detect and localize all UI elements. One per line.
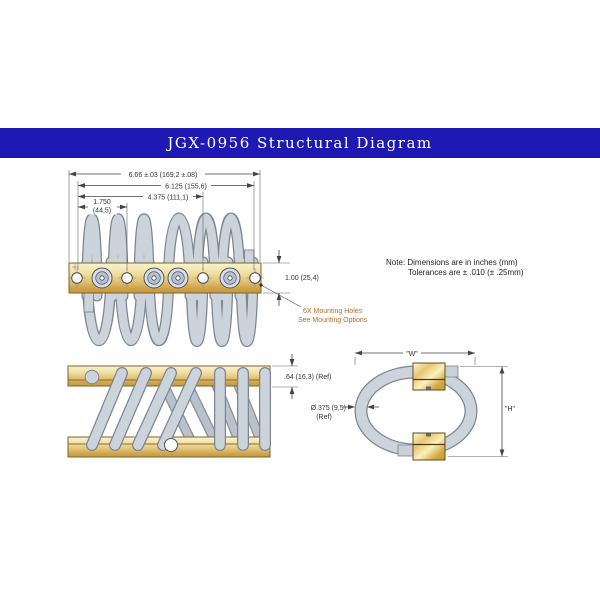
dimension-hole-span-text: 6.125 (155,6): [165, 184, 207, 191]
mounting-hole: [194, 268, 212, 288]
wire-end-circle: [84, 369, 100, 385]
mounting-hole: [68, 268, 86, 288]
dimension-height-text: "H": [505, 406, 516, 413]
dimension-bar-width: 1.00 (25,4): [276, 250, 319, 306]
wire-clamp: [219, 267, 241, 289]
bottom-clamp: [412, 432, 446, 461]
dimension-wire-diameter-line2: (Ref): [316, 414, 332, 421]
callout-leader-dot: [259, 283, 263, 287]
note-line1: Note: Dimensions are in inches (mm): [386, 258, 518, 267]
dimension-height: "H": [448, 366, 517, 457]
dimension-overall-text: 6.66 ±.03 (169,2 ±.08): [129, 172, 198, 179]
dimension-bar-width-text: 1.00 (25,4): [285, 275, 319, 282]
mounting-holes-callout: 6X Mounting Holes See Mounting Options: [259, 283, 368, 324]
callout-leader-line: [260, 284, 302, 308]
dimension-bar-thickness-text: .64 (16,3) (Ref): [284, 374, 331, 381]
page-title: JGX-0956 Structural Diagram: [167, 134, 433, 152]
top-clamp: [412, 362, 446, 391]
mounting-hole: [246, 268, 264, 288]
wire-end-stub-bottom: [83, 291, 94, 313]
note-line2: Tolerances are ± .010 (± .25mm): [408, 268, 524, 277]
dimension-overall: 6.66 ±.03 (169,2 ±.08): [69, 169, 260, 179]
callout-text-line1: 6X Mounting Holes: [303, 308, 363, 315]
dimension-pitch-text-line2: (44,5): [93, 208, 111, 215]
wire-clamp: [167, 267, 189, 289]
wire-clamp: [91, 267, 113, 289]
dimension-wire-diameter-line1: Ø.375 (9,5): [311, 405, 346, 412]
callout-text-line2: See Mounting Options: [298, 317, 368, 324]
wire-tab-bottom: [397, 444, 414, 457]
dimension-width: "W": [354, 348, 476, 365]
wire-clamps: [91, 267, 241, 289]
end-view: "W" "H" Ø.375 (9,5) (Ref): [311, 348, 517, 461]
side-wires-front: [86, 367, 271, 451]
title-banner: JGX-0956 Structural Diagram: [0, 128, 600, 158]
wire-clamp: [143, 267, 165, 289]
lower-bar-hole: [164, 438, 178, 452]
mounting-hole: [118, 268, 136, 288]
mounting-holes: [68, 268, 264, 288]
extension-lines-top-view: [68, 170, 290, 294]
dimension-bar-thickness: .64 (16,3) (Ref): [272, 354, 331, 399]
dimension-width-text: "W": [406, 351, 418, 358]
dimension-pitch-text-line1: 1.750: [93, 199, 111, 206]
dimension-hole-span: 6.125 (155,6): [78, 181, 254, 191]
dimension-inner-span: 4.375 (111,1): [78, 192, 203, 202]
dimension-pitch: 1.750 (44,5): [78, 197, 127, 215]
note: Note: Dimensions are in inches (mm) Tole…: [386, 258, 524, 277]
dimension-wire-diameter: Ø.375 (9,5) (Ref): [311, 404, 379, 421]
top-view: 6.66 ±.03 (169,2 ±.08) 6.125 (155,6) 4.3…: [68, 169, 368, 347]
dimension-inner-span-text: 4.375 (111,1): [148, 195, 189, 202]
bar-corner-mark: [72, 264, 78, 270]
side-view: .64 (16,3) (Ref): [67, 354, 331, 458]
